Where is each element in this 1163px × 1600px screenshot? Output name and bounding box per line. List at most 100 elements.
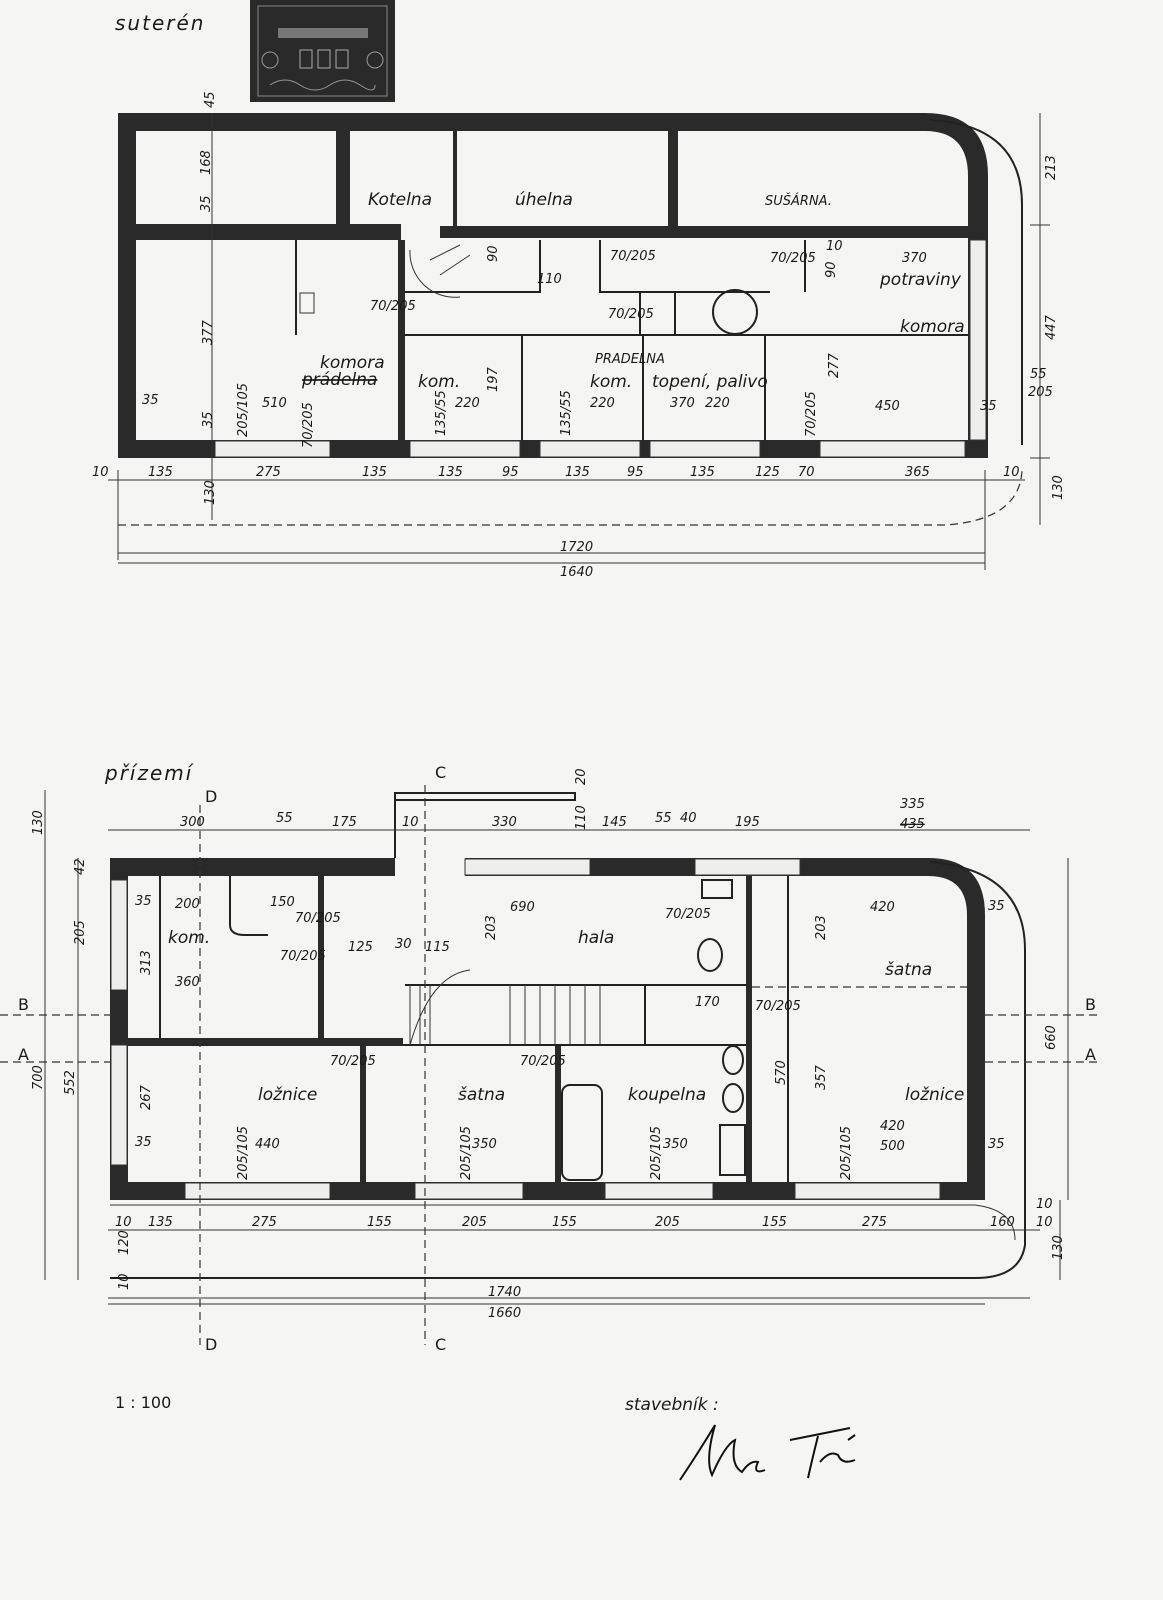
dimension-label: 500 [880,1139,905,1154]
dimension-label: 660 [1044,1025,1059,1050]
ground-floor-plan [0,785,1100,1345]
dimension-label: 205 [73,920,88,945]
terrace-curve [929,119,1023,445]
dimension-label: 30 [395,937,412,952]
dimension-label: 70 [798,465,815,480]
dimension-label: 20 [574,768,589,785]
dimension-label: 1660 [488,1306,521,1321]
dimension-label: 70/205 [520,1054,566,1069]
dimension-label: B [1085,995,1096,1014]
section-marks: D C D C B B A A [18,763,1096,1354]
dimension-label: 55 [655,811,672,826]
room-koupelna: koupelna [628,1085,706,1105]
dimension-label: 70/205 [610,249,656,264]
dimension-label: 447 [1044,314,1059,340]
dimension-label: 205 [1028,385,1053,400]
room-satna-right: šatna [885,960,932,980]
dimension-label: D [205,787,217,806]
dimension-label: 125 [755,465,780,480]
dimension-label: 267 [139,1084,154,1110]
dimension-label: 70/205 [770,251,816,266]
dimension-label: 690 [510,900,535,915]
dimension-label: 205/105 [459,1126,474,1180]
basement-plan [108,113,1050,570]
room-susarna: SUŠÁRNA. [765,193,832,209]
dimension-label: 130 [1051,475,1066,500]
dimension-label: 275 [862,1215,887,1230]
dimension-label: 370 [902,251,927,266]
dimension-label: 205 [655,1215,680,1230]
dimension-label: 55 [276,811,293,826]
dimension-label: 45 [203,91,218,108]
dimension-label: 1720 [560,540,593,555]
dimension-label: 70/205 [295,911,341,926]
dimension-label: 160 [990,1215,1015,1230]
room-uhelna: úhelna [515,190,573,210]
dimension-label: 135/55 [559,390,574,436]
dimension-label: 10 [826,239,843,254]
dimension-label: 150 [270,895,295,910]
builder-signature [679,1424,856,1481]
dimension-label: 275 [252,1215,277,1230]
dimension-label: 35 [199,195,214,212]
dimension-label: 70/205 [301,402,316,448]
dimension-label: 357 [814,1064,829,1090]
dimension-label: 35 [135,894,152,909]
dimension-label: 155 [762,1215,787,1230]
dimension-label: 370 [670,396,695,411]
dimension-label: 197 [486,366,501,392]
dimension-label: 10 [1036,1215,1053,1230]
room-kotelna: Kotelna [368,190,432,210]
dimension-label: 130 [203,480,218,505]
dimension-label: 35 [201,411,216,428]
dimension-label: 205/105 [649,1126,664,1180]
room-kom: kom. [168,928,210,948]
dimension-label: 552 [63,1070,78,1095]
dimension-label: 168 [199,150,214,175]
ground-plan-title: přízemí [104,761,194,785]
dimension-label: 35 [988,899,1005,914]
dimension-label: 360 [175,975,200,990]
dimension-label: 90 [824,261,839,278]
dimension-label: A [18,1045,29,1064]
dimension-label: 120 [117,1230,132,1255]
dimension-label: 70/205 [804,391,819,437]
dimension-label: 220 [455,396,480,411]
dimension-label: 130 [1051,1235,1066,1260]
dimension-label: 125 [348,940,373,955]
dimension-label: 200 [175,897,200,912]
dimension-label: 35 [988,1137,1005,1152]
dimension-label: 420 [870,900,895,915]
dimension-label: D [205,1335,217,1354]
dimension-label: 275 [256,465,281,480]
dimension-label: 10 [115,1215,132,1230]
ground-dimensions: 300 55 175 10 330 110 145 55 40 195 335 … [31,768,1066,1321]
dimension-label: 70/205 [280,949,326,964]
basement-dimensions: 10 135 275 135 135 95 135 95 135 125 70 … [92,91,1066,580]
dimension-label: 300 [180,815,205,830]
dimension-label: C [435,1335,446,1354]
dimension-label: 155 [552,1215,577,1230]
dimension-label: 335 [900,797,925,812]
dimension-label: 135 [148,1215,173,1230]
dimension-label: 700 [31,1065,46,1090]
dimension-label: 10 [402,815,419,830]
dimension-label: 42 [73,858,88,875]
room-hala: hala [578,928,614,948]
dimension-label: 313 [139,950,154,975]
dimension-label: 155 [367,1215,392,1230]
top-plan-title: suterén [115,11,205,35]
room-pradelna-struck: prádelna [301,370,377,390]
dimension-label: 110 [574,805,589,830]
room-potraviny: potraviny [879,270,962,290]
dimension-label: 377 [201,319,216,345]
dimension-label: 135 [565,465,590,480]
dimension-label: 10 [1003,465,1020,480]
dimension-label: 220 [705,396,730,411]
dimension-label: 1740 [488,1285,521,1300]
dimension-label: 10 [117,1273,132,1290]
dimension-label: 95 [627,465,644,480]
dimension-label: 95 [502,465,519,480]
